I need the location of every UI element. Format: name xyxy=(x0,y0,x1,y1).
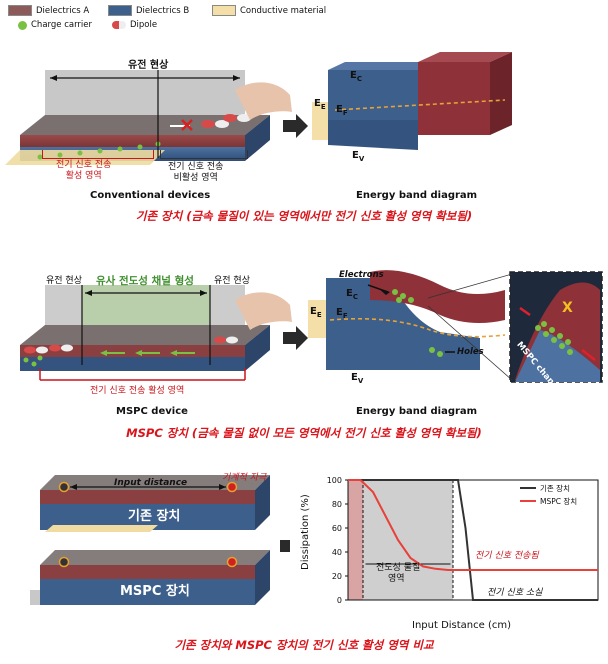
active-label-line1: 전기 신호 전송 xyxy=(56,160,112,170)
active-region-label-2: 전기 신호 전송 활성 영역 xyxy=(90,386,185,396)
y-tick-label: 20 xyxy=(332,572,342,581)
inactive-label-line2: 비활성 영역 xyxy=(173,173,218,183)
stimulus-label: 기계적 자극 xyxy=(222,473,267,483)
label-ee-2: EE xyxy=(310,306,322,319)
active-label-line2: 활성 영역 xyxy=(65,171,102,181)
chart-ylabel: Dissipation (%) xyxy=(300,494,311,570)
fermi-level xyxy=(334,99,506,111)
y-tick-label: 0 xyxy=(337,596,342,605)
label-ev-2: EV xyxy=(351,372,364,385)
label-ev: EV xyxy=(352,150,365,163)
band-red-block xyxy=(418,62,490,135)
label-ec-2: EC xyxy=(346,288,358,301)
legend-conductive: Conductive material xyxy=(212,5,326,16)
charge-carriers xyxy=(37,141,161,160)
dielectrics-a-swatch xyxy=(8,5,32,16)
finger-icon xyxy=(235,292,292,330)
y-tick-label: 80 xyxy=(332,500,342,509)
conventional-title: Conventional devices xyxy=(90,190,211,201)
band-conductor xyxy=(312,102,332,140)
inactive-label-line1: 전기 신호 전송 xyxy=(168,162,224,172)
label-ef-2: EF xyxy=(336,307,348,320)
device2-label: MSPC 장치 xyxy=(120,584,190,599)
dielectrics-b-swatch xyxy=(108,5,132,16)
conductive-strip xyxy=(5,150,165,165)
legend-label: Dipole xyxy=(130,20,158,30)
finger-icon xyxy=(235,82,292,120)
label-ec: EC xyxy=(350,70,362,83)
dielectric-phenomenon-label: 유전 현상 xyxy=(128,60,169,71)
signal-transmitted-label: 전기 신호 전송됨 xyxy=(475,551,539,561)
active-region-label: 전기 신호 전송 활성 영역 xyxy=(56,160,111,182)
conductive-region-label: 전도성 물질 xyxy=(376,563,421,573)
label-ef: EF xyxy=(336,104,348,117)
y-tick-label: 100 xyxy=(327,476,342,485)
dissipation-chart: 0 20 40 60 80 100 기존 장치 MSPC 장치 xyxy=(327,476,599,605)
legend-dielectrics-a: Dielectrics A xyxy=(8,5,89,16)
legend-dielectrics-b: Dielectrics B xyxy=(108,5,189,16)
band-blue-front xyxy=(328,70,418,120)
panel1-illustration xyxy=(5,52,512,165)
active-region-bracket xyxy=(42,150,154,159)
y-tick-label: 60 xyxy=(332,524,342,533)
series-line-1 xyxy=(348,479,598,601)
slab-top xyxy=(20,115,270,135)
arrow-right-icon xyxy=(283,114,308,138)
y-tick-label: 40 xyxy=(332,548,342,557)
stimulus-point xyxy=(226,481,238,493)
charge-carrier-icon xyxy=(18,20,27,30)
panel2-illustration: X xyxy=(20,270,603,383)
input-distance-label: Input distance xyxy=(114,478,188,488)
legend-dipole: Dipole xyxy=(112,20,157,30)
slab-side xyxy=(245,115,270,161)
panel2-caption: MSPC 장치 (금속 물질 없이 모든 영역에서 전기 신호 활성 영역 확보… xyxy=(126,426,482,440)
electrons-label: Electrons xyxy=(339,270,384,280)
start-point xyxy=(58,481,70,493)
holes-label: Holes xyxy=(457,347,484,357)
dipoles xyxy=(201,114,251,128)
legend-label: Dielectrics B xyxy=(136,5,190,16)
label-ee: EE xyxy=(314,98,326,111)
legend-charge-carrier: Charge carrier xyxy=(18,20,92,30)
band-diagram-title-2: Energy band diagram xyxy=(356,406,478,417)
chart-xlabel: Input Distance (cm) xyxy=(412,620,512,631)
arrow-right-icon xyxy=(280,540,290,552)
slab-red-layer xyxy=(20,135,245,147)
dipole-icon xyxy=(112,21,126,29)
series-line-2 xyxy=(348,479,598,571)
arrow-right-icon xyxy=(283,326,308,350)
mspc-title: MSPC device xyxy=(116,406,188,417)
signal-lost-label: 전기 신호 소실 xyxy=(487,588,543,598)
band-red-bent xyxy=(370,270,505,324)
block-x-icon: X xyxy=(562,300,573,316)
panel3-devices xyxy=(30,475,290,605)
legend-entry: MSPC 장치 xyxy=(540,496,577,506)
legend-label: Dielectrics A xyxy=(36,5,90,16)
conductive-region-label-2: 영역 xyxy=(388,574,405,584)
pseudo-channel-label: 유사 전도성 채널 형성 xyxy=(96,275,194,287)
conductive-swatch xyxy=(212,5,236,16)
block-x-icon xyxy=(181,119,193,131)
legend-label: Charge carrier xyxy=(31,20,93,30)
inactive-region-bracket xyxy=(160,150,248,159)
dielectric-right-label: 유전 현상 xyxy=(214,276,250,286)
inactive-region-label: 전기 신호 전송 비활성 영역 xyxy=(168,162,223,184)
dielectric-left-label: 유전 현상 xyxy=(46,276,82,286)
device1-label: 기존 장치 xyxy=(128,509,181,524)
panel1-caption: 기존 장치 (금속 물질이 있는 영역에서만 전기 신호 활성 영역 확보됨) xyxy=(135,209,473,223)
panel3-caption: 기존 장치와 MSPC 장치의 전기 신호 활성 영역 비교 xyxy=(174,638,434,652)
band-diagram-title-1: Energy band diagram xyxy=(356,190,478,201)
band-blue-bent xyxy=(326,278,480,370)
legend-label: Conductive material xyxy=(240,5,327,16)
conductive-shade xyxy=(348,480,363,600)
legend-entry: 기존 장치 xyxy=(540,483,570,493)
